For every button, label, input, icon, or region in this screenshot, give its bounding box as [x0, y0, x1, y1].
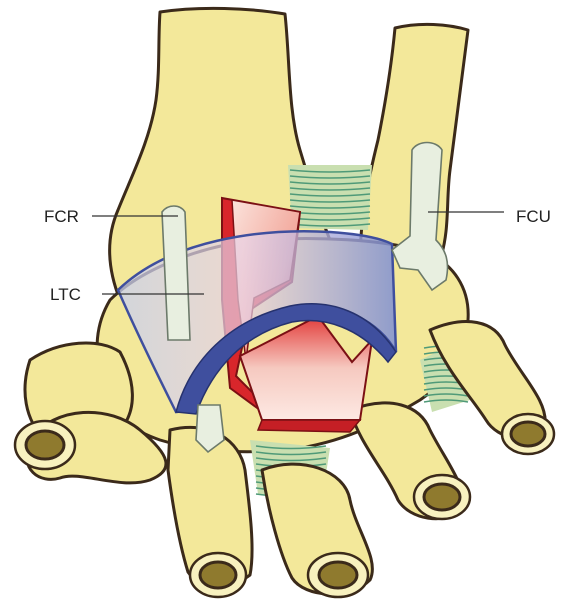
ligament-proximal: [288, 165, 372, 230]
label-fcu: FCU: [516, 207, 551, 226]
metacarpal-3: [262, 464, 372, 597]
metacarpal-2: [168, 427, 252, 597]
label-fcr: FCR: [44, 207, 79, 226]
label-ltc: LTC: [50, 285, 81, 304]
metacarpal-4: [350, 403, 470, 519]
